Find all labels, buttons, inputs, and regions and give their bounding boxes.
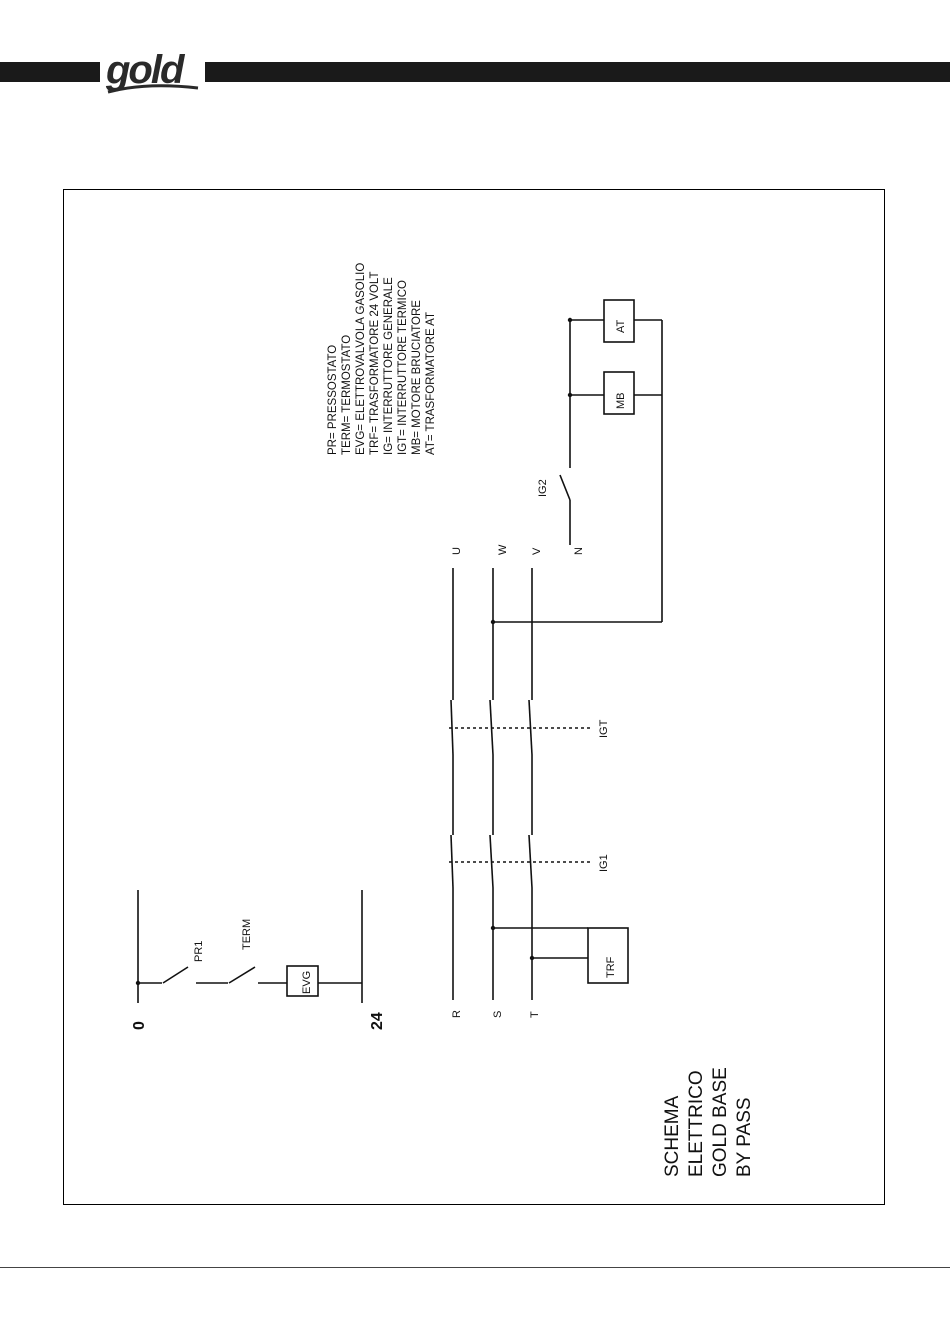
title-line-4: BY PASS (734, 1097, 755, 1177)
label-w: W (497, 544, 509, 555)
label-mb: MB (615, 393, 627, 410)
label-t: T (529, 1011, 541, 1018)
title-line-1: SCHEMA (662, 1095, 683, 1177)
label-0: 0 (131, 1021, 148, 1030)
label-r: R (451, 1010, 463, 1018)
junction-dot (491, 620, 495, 624)
term-switch (229, 967, 255, 983)
label-v: V (531, 547, 543, 555)
legend-item-pr: PR= PRESSOSTATO (327, 345, 339, 455)
label-pr1: PR1 (193, 941, 205, 962)
legend-item-term: TERM= TERMOSTATO (341, 335, 353, 455)
label-evg: EVG (301, 971, 313, 994)
footer-rule (0, 1267, 950, 1268)
legend-item-igt: IGT= INTERRUTTORE TERMICO (397, 280, 409, 455)
junction-dot (568, 318, 572, 322)
label-s: S (492, 1011, 504, 1018)
label-term: TERM (241, 919, 253, 950)
title-line-2: ELETTRICO (686, 1070, 707, 1177)
label-n: N (573, 547, 585, 555)
label-at: AT (615, 319, 627, 333)
legend-item-at: AT= TRASFORMATORE AT (425, 312, 437, 455)
legend-item-trf: TRF= TRASFORMATORE 24 VOLT (369, 271, 381, 455)
title-line-3: GOLD BASE (710, 1067, 731, 1177)
legend-item-ig: IG= INTERRUTTORE GENERALE (383, 277, 395, 455)
junction-dot (568, 393, 572, 397)
ig2-switch (560, 475, 570, 500)
schema-title: SCHEMA ELETTRICO GOLD BASE BY PASS (662, 1067, 755, 1177)
junction-dot (136, 981, 140, 985)
pr1-switch (163, 967, 188, 983)
label-ig1: IG1 (598, 854, 610, 872)
legend: PR= PRESSOSTATO TERM= TERMOSTATO EVG= EL… (327, 263, 437, 455)
junction-dot (530, 956, 534, 960)
label-igt: IGT (598, 719, 610, 738)
junction-dot (491, 926, 495, 930)
label-ig2: IG2 (537, 479, 549, 497)
legend-item-evg: EVG= ELETTROVALVOLA GASOLIO (355, 263, 367, 455)
label-24: 24 (369, 1012, 386, 1030)
label-trf: TRF (605, 956, 617, 978)
legend-item-mb: MB= MOTORE BRUCIATORE (411, 300, 423, 455)
label-u: U (451, 547, 463, 555)
junction-dots (136, 318, 572, 985)
